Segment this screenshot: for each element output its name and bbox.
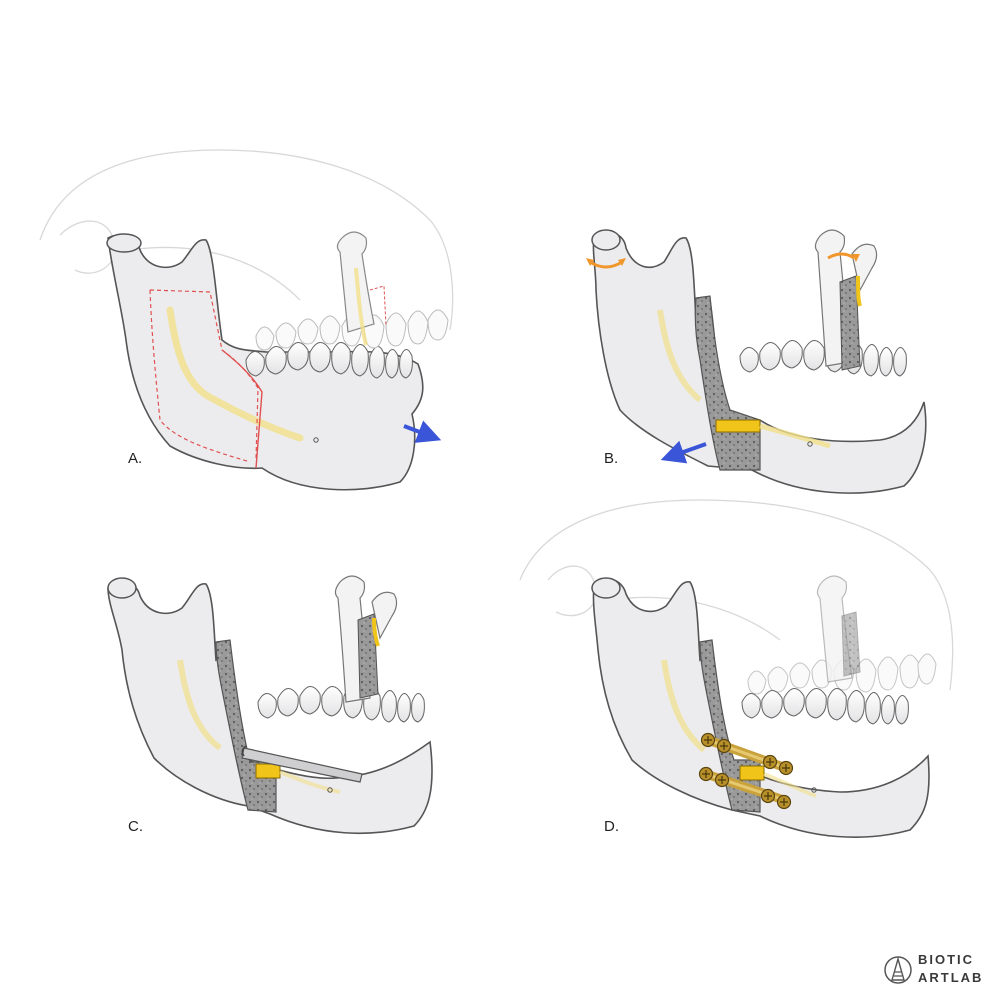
setback-arrow: [660, 440, 707, 464]
mandible: [107, 580, 433, 835]
logo-text-line1: BIOTIC: [918, 952, 975, 967]
panel-label-a: A.: [128, 450, 143, 467]
panel-d: [519, 499, 954, 838]
lower-teeth: [739, 340, 907, 377]
lower-teeth: [741, 688, 909, 725]
condyle: [591, 577, 621, 599]
advancement-arrow: [403, 420, 442, 443]
panel-label-b: B.: [604, 450, 619, 467]
mandible: [592, 578, 930, 838]
nerve-canal: [657, 309, 702, 403]
brand-logo: BIOTIC ARTLAB: [884, 950, 994, 990]
nerve-canal: [661, 659, 706, 753]
cut-line-solid: [221, 349, 263, 469]
lower-teeth: [257, 686, 425, 723]
skull-outline: [39, 149, 454, 331]
mental-foramen: [807, 441, 813, 447]
mental-foramen: [313, 437, 319, 443]
lower-teeth: [245, 342, 413, 379]
nerve-canal: [177, 659, 222, 751]
condyle: [106, 233, 142, 253]
nerve-canal: [166, 306, 304, 442]
rotation-arrow-left: [589, 260, 623, 269]
panel-b: [586, 229, 927, 494]
panel-label-d: D.: [604, 818, 619, 835]
mandible: [592, 231, 927, 494]
rotation-arrow-right: [827, 252, 855, 260]
logo-icon: [884, 956, 912, 984]
mental-foramen: [811, 787, 817, 793]
panel-a: [39, 149, 454, 491]
panel-c: [107, 575, 433, 835]
condyle: [591, 229, 621, 251]
panel-label-c: C.: [128, 818, 143, 835]
logo-text-line2: ARTLAB: [918, 970, 984, 985]
mental-foramen: [327, 787, 333, 793]
condyle: [107, 577, 137, 599]
